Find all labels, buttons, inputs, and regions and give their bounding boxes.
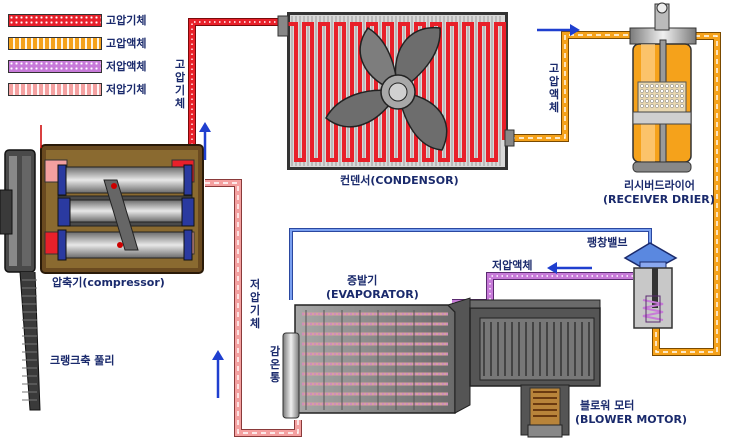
receiver-drier [629,2,697,173]
desiccant-bead [650,84,654,88]
legend-label: 고압기체 [106,14,147,27]
condenser [277,12,515,170]
desiccant-bead [645,99,649,103]
desiccant-bead [665,89,669,93]
blower-wheel [483,322,590,376]
desiccant [640,84,684,108]
label-low-pressure-liquid: 저압액체 [492,259,533,272]
desiccant-bead [680,94,684,98]
label-low-pressure-gas: 저압기체 [249,278,261,330]
desiccant-bead [675,104,679,108]
desiccant-bead [655,104,659,108]
evaporator-coil [302,310,448,410]
desiccant-bead [645,89,649,93]
crankshaft-pulley [0,149,41,411]
label-compressor: 압축기(compressor) [52,276,165,289]
desiccant-bead [680,84,684,88]
desiccant-bead [665,104,669,108]
label-crankshaft-pulley: 크랭크축 풀리 [50,354,115,367]
desiccant-bead [655,94,659,98]
label-expansion-valve: 팽창밸브 [587,236,628,249]
label-sensing-bulb: 감온통 [269,345,281,384]
desiccant-bead [675,89,679,93]
desiccant-bead [680,89,684,93]
desiccant-bead [680,99,684,103]
desiccant-bead [655,89,659,93]
desiccant-bead [660,104,664,108]
legend-label: 저압액체 [106,60,147,73]
desiccant-bead [650,104,654,108]
legend-label: 고압액체 [106,37,147,50]
drive-belt [22,279,37,401]
desiccant-bead [640,99,644,103]
desiccant-bead [660,89,664,93]
low-pressure-gas-pipe [205,179,302,437]
condenser-fan [325,26,448,151]
label-evaporator-kr: 증발기 [347,274,378,287]
desiccant-bead [645,104,649,108]
flow-arrow-up-low-gas [212,350,224,398]
desiccant-bead [645,94,649,98]
label-high-pressure-gas: 고압기체 [174,58,186,110]
desiccant-bead [670,104,674,108]
label-high-pressure-liquid: 고압액체 [548,62,560,114]
desiccant-bead [670,99,674,103]
desiccant-bead [650,99,654,103]
high-pressure-gas-pipe [188,18,282,160]
desiccant-bead [640,89,644,93]
desiccant-bead [645,84,649,88]
sensing-bulb [282,332,300,419]
desiccant-bead [675,94,679,98]
desiccant-bead [660,84,664,88]
desiccant-bead [655,99,659,103]
low-pressure-liquid-pipe [452,272,633,307]
desiccant-bead [665,94,669,98]
label-evaporator-en: (EVAPORATOR) [326,288,419,301]
desiccant-bead [665,99,669,103]
compressor [40,125,204,274]
flow-arrow-right-condenser [537,24,580,36]
legend-swatch [8,14,102,27]
desiccant-bead [670,89,674,93]
evaporator [282,297,601,419]
label-receiver-drier-en: (RECEIVER DRIER) [603,193,715,206]
legend-label: 저압기체 [106,83,147,96]
desiccant-bead [650,94,654,98]
desiccant-bead [675,99,679,103]
label-blower-motor-en: (BLOWER MOTOR) [575,413,687,426]
high-pressure-liquid-pipe [510,31,721,356]
legend-swatch [8,37,102,50]
blower-motor [520,384,570,438]
flow-arrow-up-high-gas [199,122,211,160]
desiccant-bead [650,89,654,93]
label-blower-motor-kr: 블로워 모터 [580,399,635,412]
desiccant-bead [655,84,659,88]
desiccant-bead [640,94,644,98]
desiccant-bead [660,94,664,98]
desiccant-bead [640,84,644,88]
expansion-valve [623,242,678,329]
legend-swatch [8,60,102,73]
flow-arrow-left-low-liquid [547,262,592,274]
desiccant-bead [665,84,669,88]
desiccant-bead [640,104,644,108]
desiccant-bead [670,94,674,98]
desiccant-bead [660,99,664,103]
desiccant-bead [675,84,679,88]
label-receiver-drier-kr: 리시버드라이어 [624,179,695,192]
desiccant-bead [670,84,674,88]
label-condenser: 컨덴서(CONDENSOR) [340,174,459,187]
desiccant-bead [680,104,684,108]
legend-swatch [8,83,102,96]
